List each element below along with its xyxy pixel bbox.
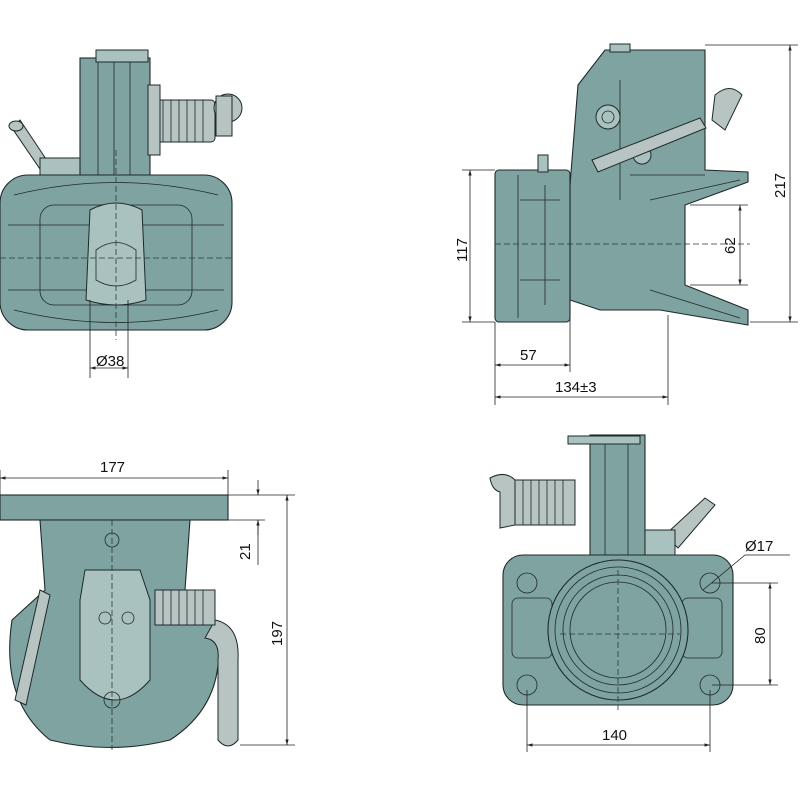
dim-label-plate-height: 117 <box>454 238 471 262</box>
dim-label-overall-height: 217 <box>772 173 789 198</box>
dim-label-pin-diameter: Ø38 <box>96 353 124 370</box>
dim-plate-width: 177 <box>0 459 229 495</box>
bottom-view: 177 21 197 <box>0 459 295 750</box>
spring <box>147 84 243 156</box>
dim-overall-height: 217 <box>705 44 798 323</box>
dim-hole-horizontal-spacing: 140 <box>526 690 711 752</box>
side-view: 117 57 134±3 217 62 <box>454 43 798 405</box>
dim-overall-length: 134±3 <box>495 315 669 405</box>
dim-jaw-opening: 62 <box>690 204 748 286</box>
dim-height: 197 <box>240 495 295 746</box>
dim-label-plate-thickness: 21 <box>237 543 254 560</box>
front-view: Ø38 <box>0 49 243 378</box>
dim-hole-vertical-spacing: 80 <box>712 582 778 686</box>
dim-pin-diameter: Ø38 <box>89 300 129 378</box>
dim-label-jaw-opening: 62 <box>722 237 739 254</box>
tower-rear <box>589 434 646 561</box>
dim-label-plate-width: 177 <box>100 459 125 476</box>
bolt-hole <box>516 572 538 594</box>
dim-hole-diameter: Ø17 <box>702 538 790 591</box>
dim-plate-height: 117 <box>454 169 495 323</box>
dim-label-hole-horizontal-spacing: 140 <box>602 727 627 744</box>
tower <box>79 57 151 177</box>
mounting-plate-bottom <box>0 494 229 521</box>
release-lever <box>591 117 707 173</box>
dim-label-hole-vertical-spacing: 80 <box>752 627 769 644</box>
dim-label-plate-depth: 57 <box>520 347 537 364</box>
dim-label-overall-length: 134±3 <box>555 379 597 396</box>
rear-view: Ø17 80 140 <box>489 434 790 752</box>
dim-label-height: 197 <box>269 621 286 646</box>
dim-plate-thickness: 21 <box>228 480 295 565</box>
dim-plate-depth: 57 <box>494 300 571 405</box>
lever-bottom <box>14 589 51 706</box>
mounting-plate-side <box>494 169 571 323</box>
dim-label-hole-diameter: Ø17 <box>745 538 773 555</box>
